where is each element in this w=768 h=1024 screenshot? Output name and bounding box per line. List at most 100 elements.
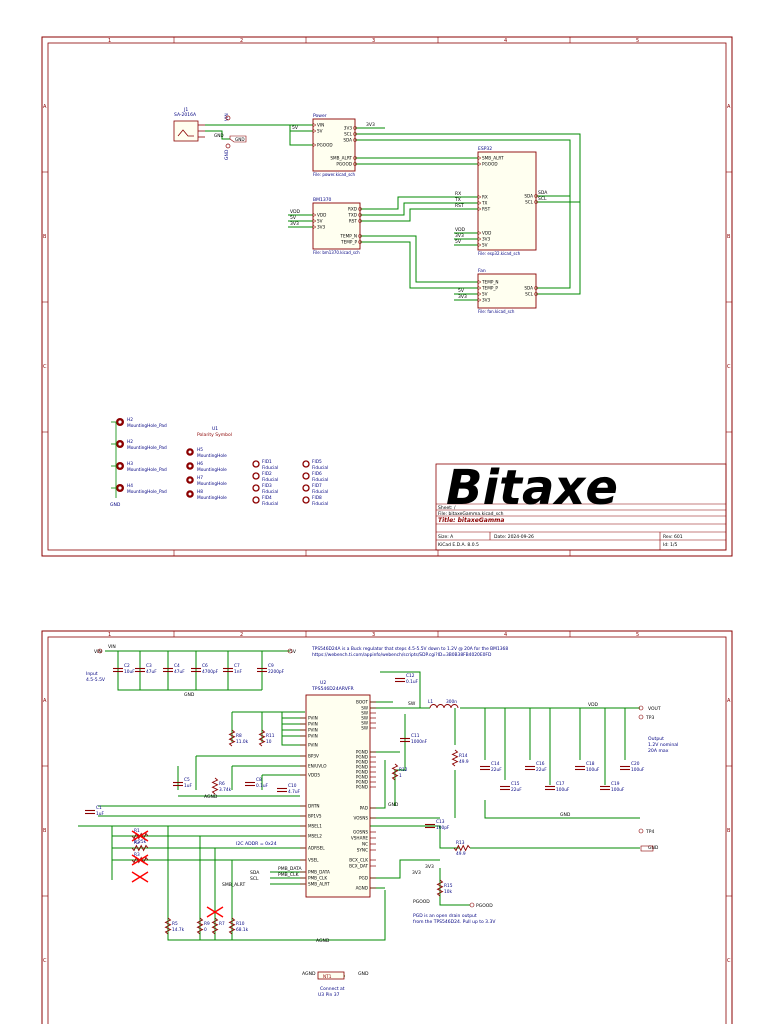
cap-ref: C16 <box>536 761 545 767</box>
ic-pin-label: MSEL1 <box>308 824 322 829</box>
grid-col-label: 3 <box>372 632 375 638</box>
ic-pin-label: SW <box>361 706 368 711</box>
pad-ref: H4 <box>127 483 133 489</box>
net-gnd-out: GND <box>648 845 659 851</box>
cap-value: 10uF <box>124 669 135 675</box>
ic-pin-label: BP3V <box>308 754 319 759</box>
i2c-note: I2C ADDR = 0x24 <box>236 841 277 847</box>
ic-value: TPS546D24ARVFR <box>311 686 355 692</box>
cap-ref: C7 <box>234 663 240 669</box>
hole-center <box>188 492 192 496</box>
fid-value: Fiducial <box>312 465 328 471</box>
net-gnd-caps: GND <box>560 812 571 818</box>
ic-pins-left: PVINPVINPVINPVINPVINBP3VEN/UVLOVDD5DRTNB… <box>300 716 330 887</box>
sheet-file: File: power.kicad_sch <box>313 172 355 177</box>
cap-value: 1000nF <box>411 739 428 745</box>
cap-ref: C14 <box>491 761 500 767</box>
ic-pin-label: PGND <box>356 775 368 780</box>
fiducial-icon <box>302 472 310 480</box>
tb-size: Size: A <box>438 534 454 540</box>
cap-ref: C5 <box>184 777 190 783</box>
res-ref: R7 <box>219 921 225 927</box>
sheet-pin <box>358 240 362 244</box>
sheet-pin <box>312 128 317 134</box>
cap-ref: C17 <box>556 781 565 787</box>
grid-col-label: 1 <box>108 632 111 638</box>
ic-pin-label: VOSNS <box>353 816 368 821</box>
dnp-cross-icon <box>131 854 149 866</box>
ic-pin-label: VSHARE <box>351 836 368 841</box>
net-agnd-bottom: AGND <box>316 938 330 944</box>
pad-hole <box>118 420 122 424</box>
cap-value: 22uF <box>536 767 547 773</box>
sheet-pin <box>477 230 482 236</box>
hole-center <box>188 478 192 482</box>
grid-row-label: B <box>727 828 731 834</box>
ic-pin-label: PGND <box>356 780 368 785</box>
net-agnd: AGND <box>204 794 218 800</box>
cap-ref: C20 <box>631 761 640 767</box>
top-note-2: https://webench.ti.com/appinfo/webench/s… <box>312 652 492 658</box>
nettie-note-2: U3 Pin 37 <box>318 992 340 998</box>
sheet-title: Power <box>313 113 327 119</box>
sheet-pin-label: SMB_ALRT <box>482 156 504 161</box>
cap-ref: C9 <box>268 663 274 669</box>
ic-pin-label: BP1V5 <box>308 814 322 819</box>
fid-ref: FID7 <box>312 483 322 489</box>
net-vdd: VDD <box>588 702 599 708</box>
cap-value: 1uF <box>184 783 192 789</box>
top-note-1: TPS546D24A is a Buck regulator that step… <box>311 646 508 652</box>
fiducial-icon <box>302 484 310 492</box>
sheet-pin <box>353 156 357 160</box>
resistor-r6: R63.74k <box>211 777 232 795</box>
res-value: 49.9 <box>459 759 469 765</box>
res-ref: R1 <box>134 828 140 834</box>
sheet-box <box>312 118 356 172</box>
fid-value: Fiducial <box>262 489 278 495</box>
ic-pin-label: PVIN <box>308 716 318 721</box>
net-scl: SCL <box>250 876 259 882</box>
output-note-1: Output <box>648 736 664 742</box>
cap-ref: C1 <box>96 805 102 811</box>
resistor-zigzag <box>211 777 219 795</box>
grid-row-label: A <box>43 698 47 704</box>
sheet-pin-label: SDA <box>343 138 352 143</box>
sheet-pin-label: SCL <box>525 200 534 205</box>
grid-row-label: C <box>43 958 47 964</box>
sheet-pin <box>477 285 482 291</box>
res-value: 14.7k <box>172 927 185 933</box>
res-value: 1 <box>399 773 402 779</box>
sheet-pin <box>477 242 482 248</box>
net-tp3: TP3 <box>645 715 654 721</box>
grid-col-label: 3 <box>372 38 375 44</box>
sheet-pin-label: VDD <box>482 231 491 236</box>
grid-col-label: 5 <box>636 38 639 44</box>
ic-u2: U2 TPS546D24ARVFR PVINPVINPVINPVINPVINBP… <box>300 680 376 898</box>
cap-ref: C15 <box>511 781 520 787</box>
sheet-pin-label: RX <box>482 195 488 200</box>
fid-value: Fiducial <box>312 501 328 507</box>
net-label: TX <box>454 197 461 203</box>
grid-col-label: 4 <box>504 38 507 44</box>
sheet-pin <box>534 286 538 290</box>
net-label: 5V <box>290 215 297 221</box>
sheet-pin-label: TXD <box>347 213 357 218</box>
sheet-pin-label: TEMP_N <box>339 234 357 239</box>
grid-col-label: 5 <box>636 632 639 638</box>
pgood-note-1: PGD is an open drain output <box>413 913 477 919</box>
cap-value: 100uF <box>611 787 625 793</box>
svg-text:GND: GND <box>358 971 369 977</box>
fid-value: Fiducial <box>312 489 328 495</box>
cap-value: 100uF <box>631 767 645 773</box>
